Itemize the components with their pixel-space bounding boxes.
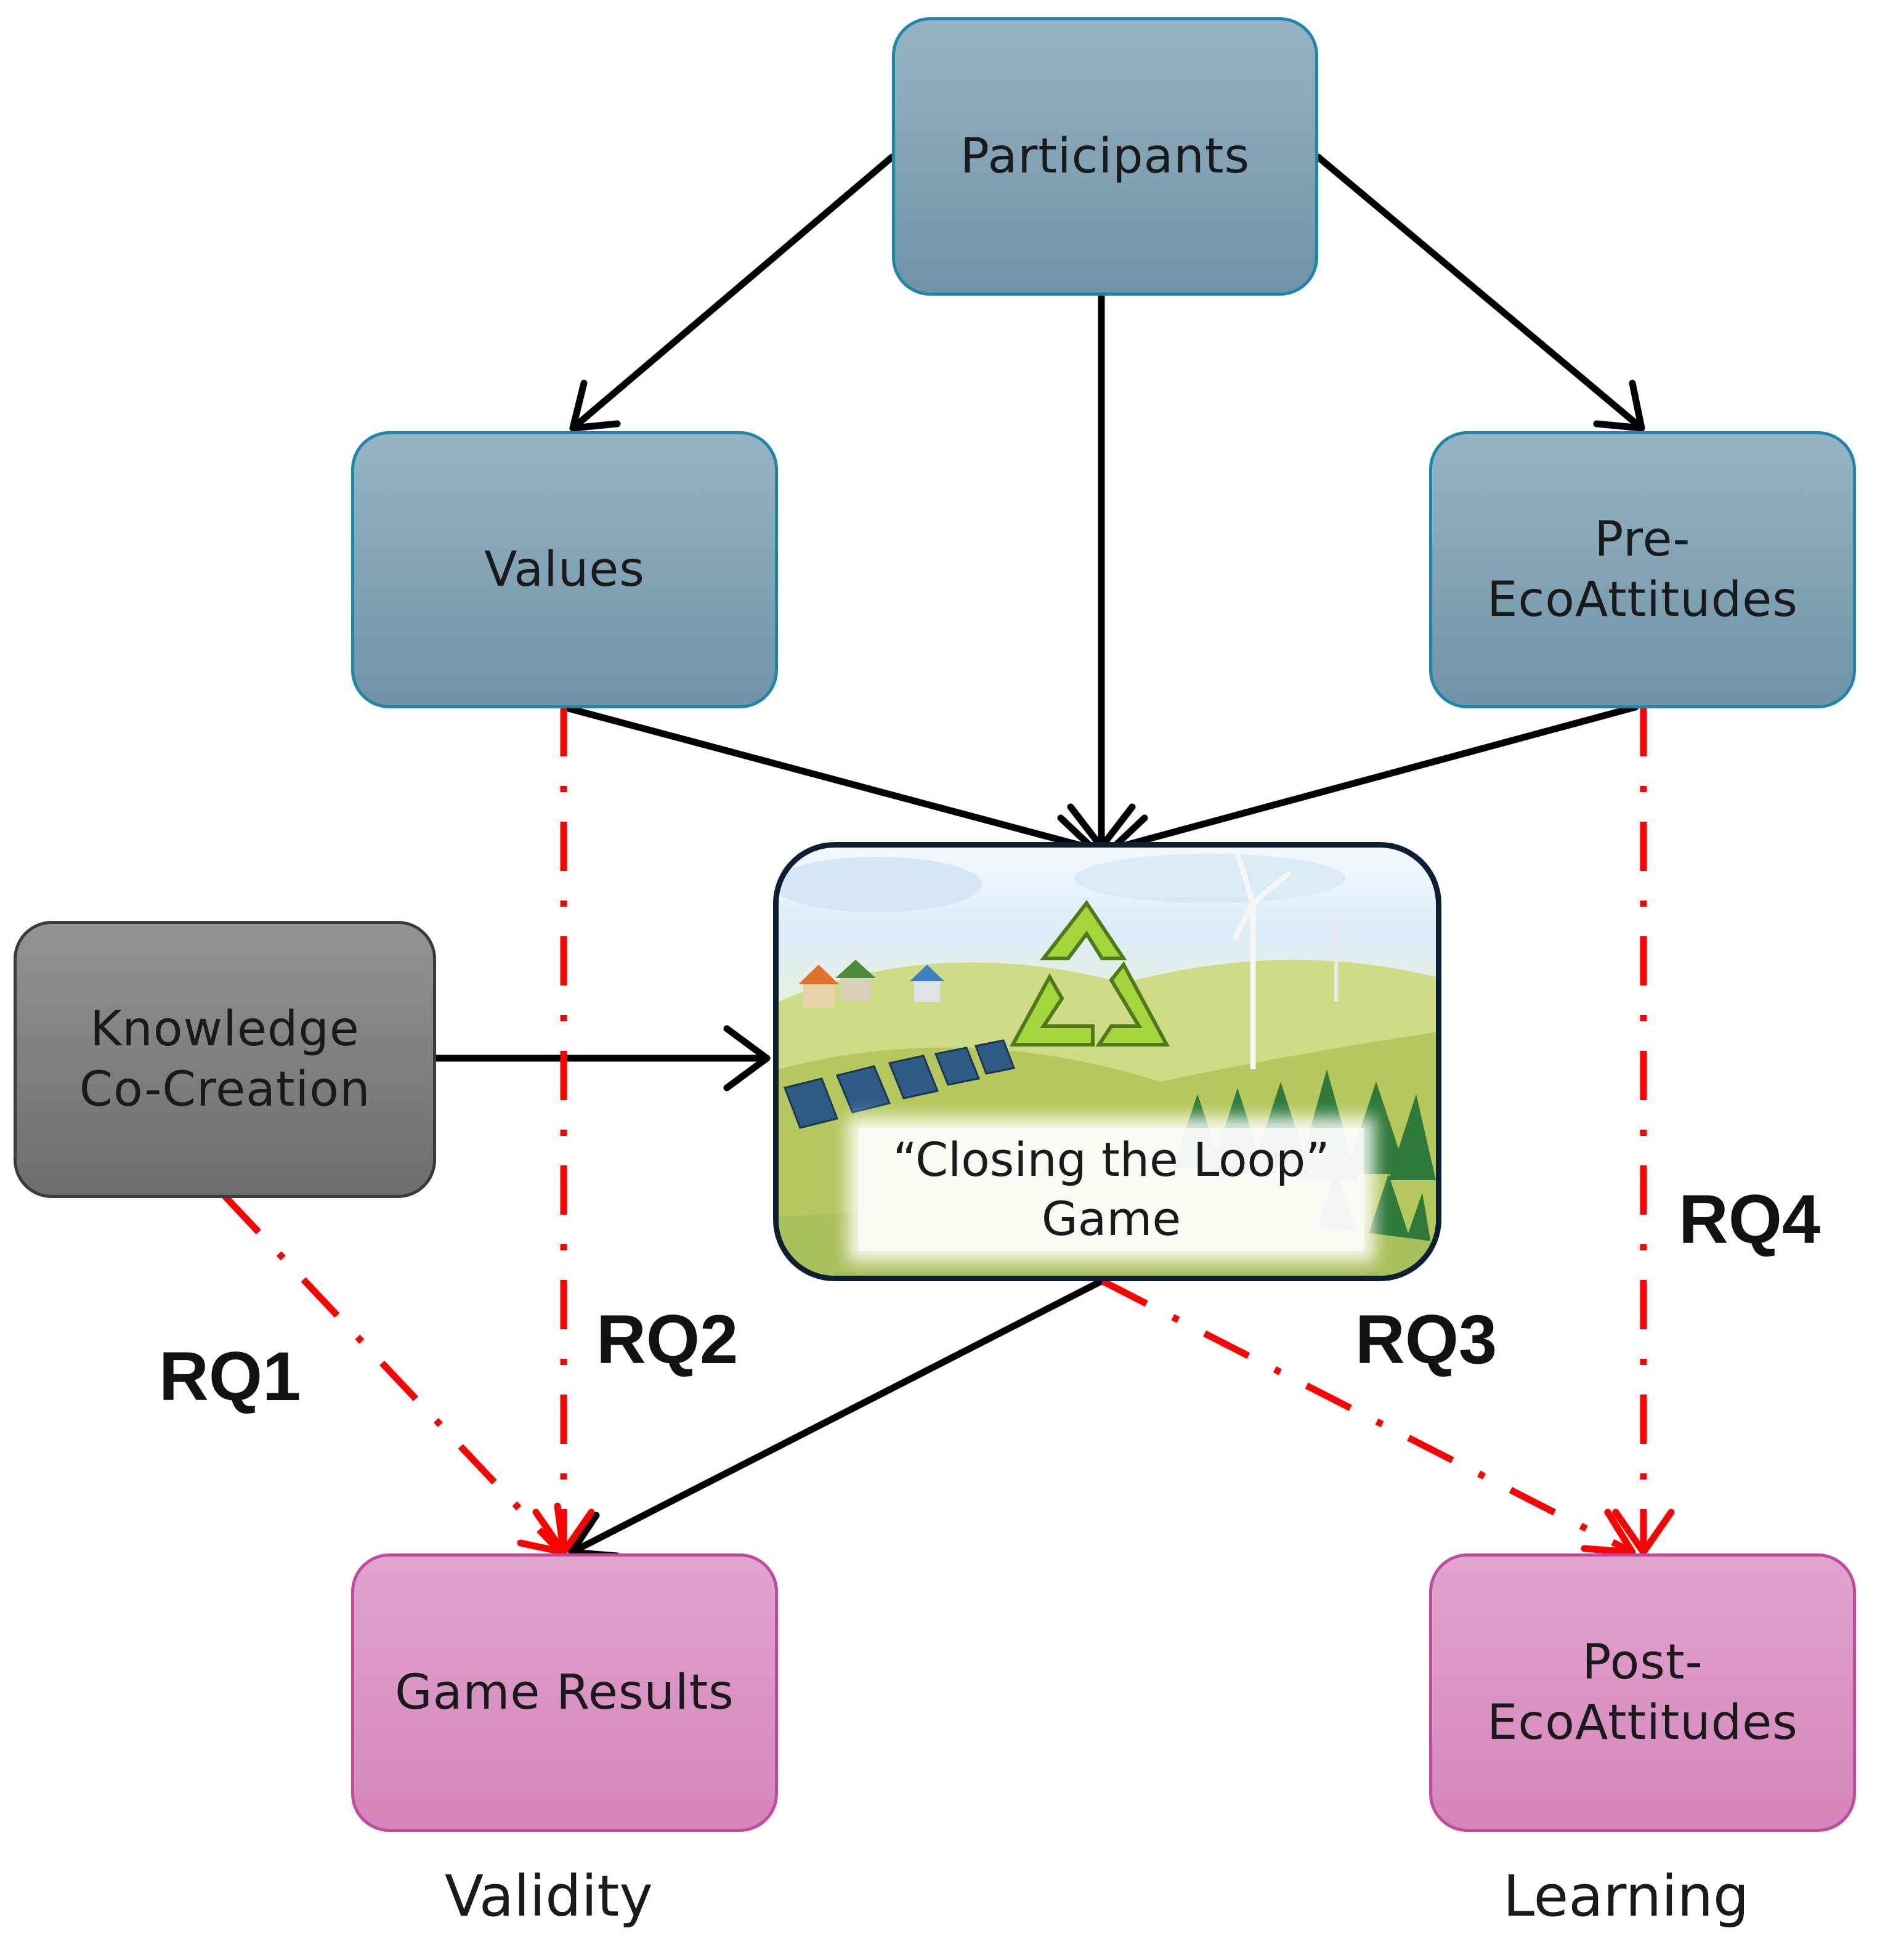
house — [803, 983, 834, 1008]
rq1-label: RQ1 — [159, 1338, 301, 1415]
pre-ecoattitudes-label-line1: Pre- — [1594, 512, 1691, 567]
house-roof — [910, 965, 944, 981]
game-title: “Closing the Loop” Game — [859, 1128, 1364, 1251]
arrow-game-to-game-results — [568, 1278, 1105, 1556]
rq3-arrowhead — [1581, 1508, 1636, 1556]
post-ecoattitudes-label-line2: EcoAttitudes — [1487, 1695, 1798, 1751]
knowledge-co-creation-node: Knowledge Co-Creation — [14, 921, 436, 1198]
rq4-arrowhead — [1612, 1508, 1675, 1556]
values-node: Values — [351, 431, 778, 708]
rq3-arrow — [1101, 1278, 1628, 1552]
arrowhead-pre-ecoattitudes — [1593, 379, 1645, 432]
cloud — [779, 857, 982, 912]
knowledge-label-line2: Co-Creation — [79, 1062, 371, 1117]
house — [840, 977, 871, 1002]
wind-turbine-small — [1326, 912, 1353, 1002]
game-results-label: Game Results — [395, 1665, 734, 1720]
post-ecoattitudes-label-line1: Post- — [1582, 1635, 1703, 1690]
participants-node: Participants — [892, 17, 1318, 296]
post-ecoattitudes-node: Post- EcoAttitudes — [1429, 1553, 1856, 1832]
game-results-node: Game Results — [351, 1553, 778, 1832]
game-title-line2: Game — [1041, 1191, 1181, 1246]
arrow-participants-to-values — [569, 153, 896, 432]
arrow-values-to-game — [560, 703, 1097, 852]
pre-ecoattitudes-label-line2: EcoAttitudes — [1487, 572, 1798, 628]
rq1-arrow — [222, 1194, 561, 1552]
solar-panels — [783, 1039, 1016, 1129]
recycle-icon — [1009, 899, 1170, 1047]
game-title-line1: “Closing the Loop” — [893, 1132, 1330, 1187]
knowledge-label-line1: Knowledge — [90, 1002, 360, 1057]
participants-label: Participants — [960, 129, 1250, 184]
wind-turbine — [1231, 852, 1292, 1069]
rq2-label: RQ2 — [596, 1301, 739, 1378]
arrow-pre-ecoattitudes-to-game — [1108, 703, 1639, 852]
rq2-arrowhead — [532, 1508, 595, 1556]
cloud — [1074, 854, 1345, 903]
arrow-participants-to-pre-ecoattitudes — [1315, 153, 1645, 432]
pre-ecoattitudes-node: Pre- EcoAttitudes — [1429, 431, 1856, 708]
arrowhead-knowledge-game — [723, 1025, 771, 1091]
rq3-label: RQ3 — [1355, 1301, 1497, 1378]
validity-caption: Validity — [445, 1863, 653, 1929]
arrowhead-values — [569, 379, 621, 432]
house — [914, 980, 940, 1002]
house-roof — [835, 960, 876, 978]
closing-the-loop-game-node: “Closing the Loop” Game — [773, 842, 1441, 1281]
values-label: Values — [484, 542, 645, 597]
house-roof — [798, 965, 839, 984]
learning-caption: Learning — [1503, 1863, 1749, 1929]
rq4-label: RQ4 — [1679, 1181, 1821, 1258]
